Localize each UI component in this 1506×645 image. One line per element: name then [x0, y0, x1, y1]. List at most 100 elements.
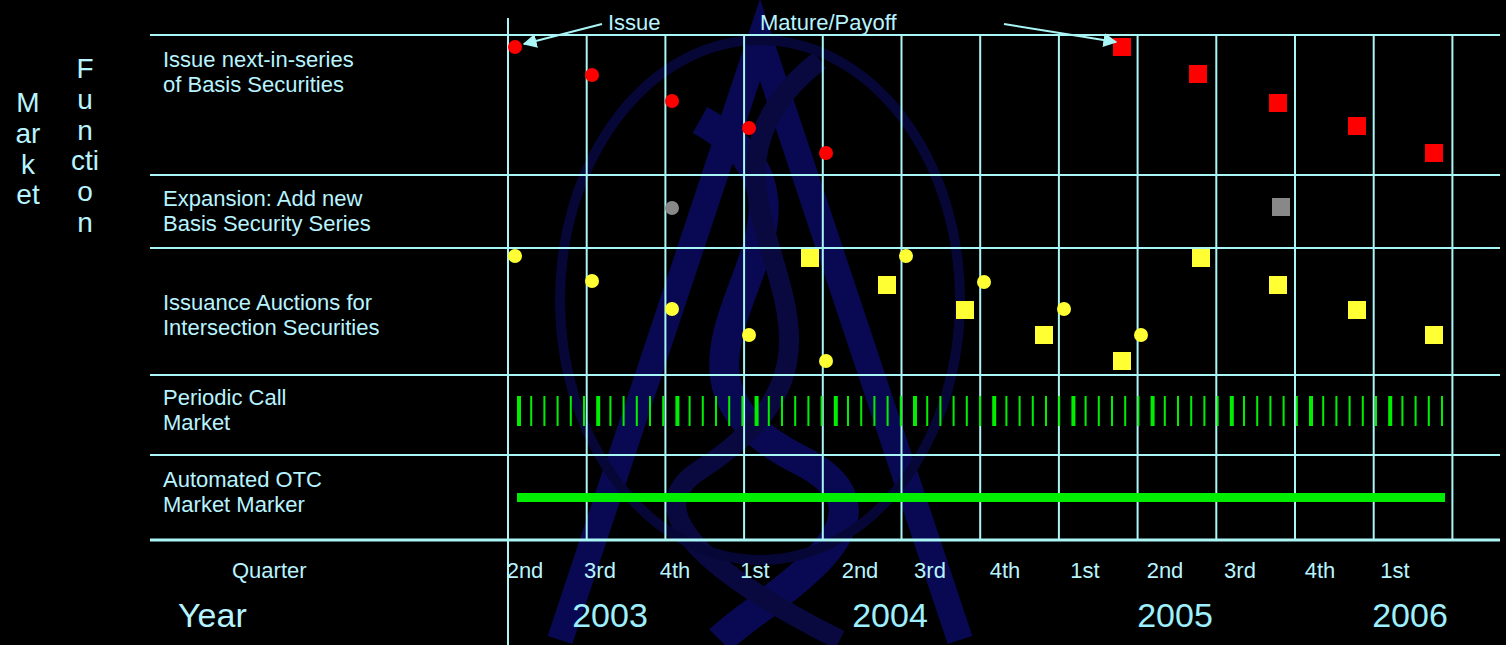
axis-title: Function [71, 54, 99, 239]
call-tick [741, 396, 743, 426]
issue-dot [585, 274, 599, 288]
call-tick [1230, 396, 1234, 426]
issue-dot [742, 328, 756, 342]
axis-title: Market [14, 88, 42, 211]
payoff-square [1113, 352, 1131, 370]
row-label: Issue next-in-series of Basis Securities [163, 47, 369, 98]
call-tick [662, 396, 664, 426]
quarter-line [1137, 35, 1139, 540]
call-tick [715, 396, 717, 426]
callout-text: Mature/Payoff [760, 10, 897, 35]
call-tick [583, 396, 585, 426]
call-tick [1005, 396, 1007, 426]
quarter-line [822, 35, 824, 540]
call-tick [702, 396, 704, 426]
event-markers [508, 38, 1445, 502]
quarter-line [1373, 35, 1375, 540]
quarter-line [1215, 35, 1217, 540]
quarter-label: 1st [1070, 558, 1099, 583]
issue-dot [508, 249, 522, 263]
call-tick [1388, 396, 1392, 426]
issue-dot [1057, 302, 1071, 316]
quarter-label: 4th [660, 558, 691, 583]
call-tick [1177, 396, 1179, 426]
call-tick [966, 396, 968, 426]
call-tick [1335, 396, 1337, 426]
payoff-square [1348, 301, 1366, 319]
issue-dot [585, 68, 599, 82]
call-tick [1441, 396, 1443, 426]
quarter-line [507, 18, 509, 645]
payoff-square [1425, 144, 1443, 162]
call-tick [1256, 396, 1258, 426]
quarter-label: 1st [1380, 558, 1409, 583]
call-tick [992, 396, 996, 426]
year-label: 2006 [1372, 596, 1448, 635]
call-tick [979, 396, 981, 426]
call-tick [1349, 396, 1351, 426]
quarter-line [586, 35, 588, 540]
payoff-square [878, 276, 896, 294]
call-tick [596, 396, 600, 426]
call-tick [1283, 396, 1285, 426]
quarter-label: 2nd [1147, 558, 1184, 583]
call-tick [649, 396, 651, 426]
call-tick [557, 396, 559, 426]
call-tick [1309, 396, 1313, 426]
call-tick [1124, 396, 1126, 426]
quarter-line [664, 35, 666, 540]
call-tick [887, 396, 889, 426]
call-tick [953, 396, 955, 426]
call-tick [689, 396, 691, 426]
axis-label: Quarter [232, 558, 307, 583]
payoff-square [1269, 276, 1287, 294]
payoff-square [1192, 249, 1210, 267]
call-tick [873, 396, 875, 426]
call-tick [1151, 396, 1155, 426]
call-tick [939, 396, 941, 426]
issue-dot [742, 121, 756, 135]
quarter-line [1294, 35, 1296, 540]
call-tick [728, 396, 730, 426]
call-tick [1401, 396, 1403, 426]
call-tick [860, 396, 862, 426]
quarter-label: 2nd [507, 558, 544, 583]
issue-dot [1134, 328, 1148, 342]
call-tick [1045, 396, 1047, 426]
call-tick [530, 396, 532, 426]
call-tick [755, 396, 759, 426]
call-tick [834, 396, 838, 426]
row-divider [150, 247, 1500, 249]
call-tick [1071, 396, 1075, 426]
call-tick [1203, 396, 1205, 426]
issue-dot [508, 40, 522, 54]
payoff-square [956, 301, 974, 319]
row-divider [150, 454, 1500, 456]
call-tick [1032, 396, 1034, 426]
leader-line [1004, 24, 1116, 42]
quarter-label: 3rd [1224, 558, 1256, 583]
call-tick [821, 396, 823, 426]
call-tick [847, 396, 849, 426]
payoff-square [1189, 65, 1207, 83]
issue-dot [819, 146, 833, 160]
call-tick [636, 396, 638, 426]
quarter-line [743, 35, 745, 540]
issue-dot [819, 354, 833, 368]
call-tick [1058, 396, 1060, 426]
call-tick [1137, 396, 1139, 426]
call-tick [675, 396, 679, 426]
call-tick [570, 396, 572, 426]
call-tick [900, 396, 902, 426]
callout-text: Issue [608, 10, 661, 35]
year-label: 2003 [572, 596, 648, 635]
call-tick [781, 396, 783, 426]
quarter-label: 4th [1305, 558, 1336, 583]
otc-bar [517, 493, 1445, 502]
call-tick [517, 396, 521, 426]
call-tick [1428, 396, 1430, 426]
call-tick [1415, 396, 1417, 426]
year-label: 2005 [1137, 596, 1213, 635]
issue-dot [665, 302, 679, 316]
row-label: Issuance Auctions for Intersection Secur… [163, 290, 403, 341]
